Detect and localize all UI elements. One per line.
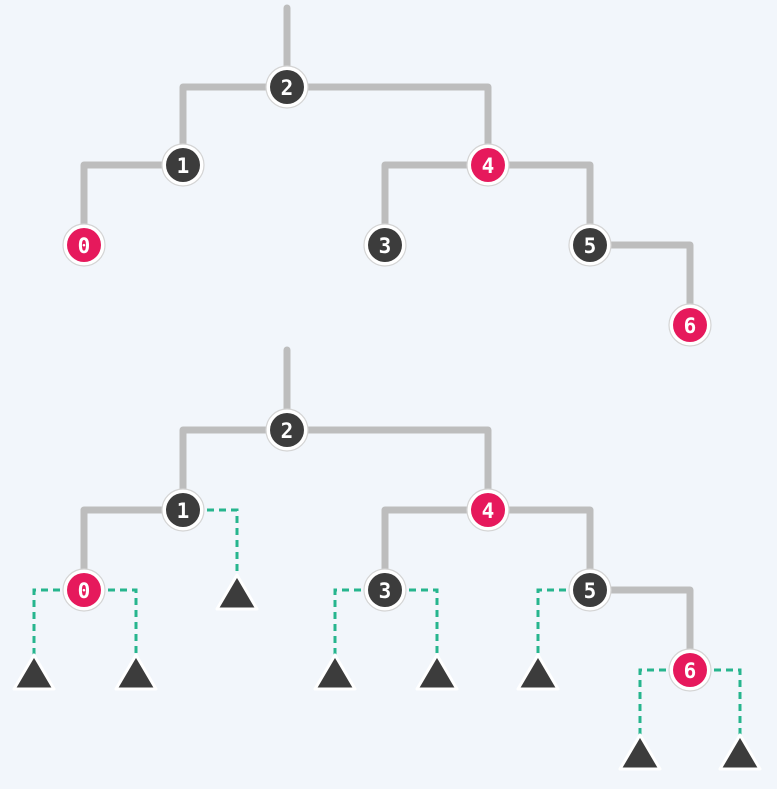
tree-node: 6 — [668, 648, 712, 692]
svg-text:6: 6 — [684, 659, 697, 683]
tree-node: 4 — [466, 488, 510, 532]
svg-text:3: 3 — [379, 234, 392, 258]
tree-node: 1 — [161, 143, 205, 187]
tree-node: 2 — [265, 408, 309, 452]
nil-leaf-triangle — [215, 573, 259, 611]
edge-4-5 — [484, 161, 594, 249]
edge-5-6 — [586, 241, 694, 329]
tree-node: 5 — [568, 568, 612, 612]
edge-2-1 — [179, 426, 291, 514]
svg-text:5: 5 — [584, 579, 597, 603]
nil-leaf-triangle — [313, 653, 357, 691]
tree-node: 3 — [363, 568, 407, 612]
edge-1-0 — [80, 161, 187, 249]
tree-node: 4 — [466, 143, 510, 187]
edge-4-3 — [381, 161, 492, 249]
nil-leaf-triangle — [718, 733, 762, 771]
tree-node: 2 — [265, 65, 309, 109]
svg-text:2: 2 — [281, 419, 294, 443]
edge-1-0 — [80, 506, 187, 594]
edge-2-4 — [283, 83, 492, 169]
svg-text:0: 0 — [78, 234, 91, 258]
edge-5-6 — [586, 586, 694, 674]
svg-text:6: 6 — [684, 314, 697, 338]
edge-4-5 — [484, 506, 594, 594]
nil-leaf-triangle — [516, 653, 560, 691]
svg-text:1: 1 — [177, 154, 190, 178]
tree-node: 1 — [161, 488, 205, 532]
tree-node: 0 — [62, 223, 106, 267]
tree-node: 5 — [568, 223, 612, 267]
tree-node: 3 — [363, 223, 407, 267]
svg-text:0: 0 — [78, 579, 91, 603]
svg-text:4: 4 — [482, 154, 495, 178]
nil-leaf-triangle — [114, 653, 158, 691]
nil-leaf-triangle — [415, 653, 459, 691]
edge-2-1 — [179, 83, 291, 169]
svg-text:4: 4 — [482, 499, 495, 523]
svg-text:3: 3 — [379, 579, 392, 603]
tree-bottom: 2 1 4 0 3 5 6 — [12, 346, 762, 771]
edge-4-3 — [381, 506, 492, 594]
tree-node: 6 — [668, 303, 712, 347]
svg-text:1: 1 — [177, 499, 190, 523]
svg-text:5: 5 — [584, 234, 597, 258]
svg-text:2: 2 — [281, 76, 294, 100]
nil-leaf-triangle — [12, 653, 56, 691]
nil-leaf-triangle — [618, 733, 662, 771]
tree-node: 0 — [62, 568, 106, 612]
tree-top: 2 1 4 0 3 5 6 — [62, 4, 712, 347]
edge-2-4 — [283, 426, 492, 514]
